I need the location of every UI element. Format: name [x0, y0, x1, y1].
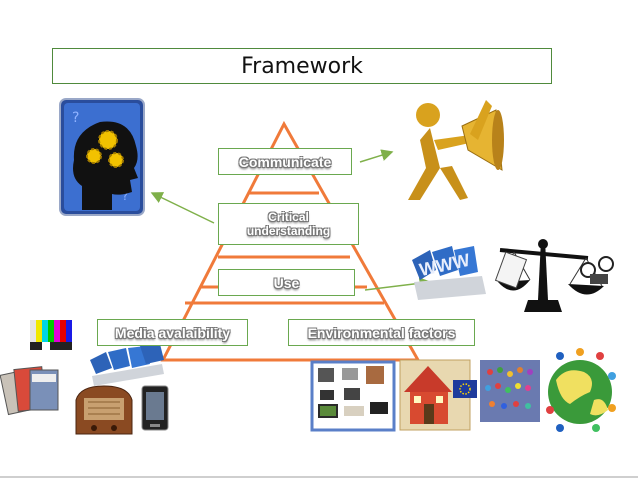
media-devices-collage-icon — [310, 360, 396, 432]
radio-icon — [75, 385, 133, 435]
svg-text:?: ? — [122, 189, 128, 203]
footer-divider — [0, 476, 638, 478]
eu-flag-icon — [453, 380, 477, 398]
crowd-icon — [480, 360, 540, 422]
level-media-availability: Media avalaibility — [97, 319, 248, 346]
page-title: Framework — [52, 48, 552, 84]
www-letters-icon: WWW — [412, 246, 486, 300]
level-communicate: Communicate — [218, 148, 352, 175]
tv-test-screen-icon — [30, 320, 72, 350]
level-critical-understanding: Critical understanding — [218, 203, 359, 245]
arrow-to-head — [150, 192, 215, 224]
magazines-icon — [0, 366, 59, 416]
svg-text:?: ? — [72, 110, 79, 126]
www-letters-small-icon — [90, 344, 164, 386]
head-gears-icon: ? ? — [59, 98, 145, 216]
scales-film-icon — [494, 239, 614, 312]
megaphone-figure-icon — [408, 100, 504, 200]
mobile-phone-icon — [141, 385, 169, 431]
level-environmental-factors: Environmental factors — [288, 319, 475, 346]
arrow-to-megaphone — [359, 149, 394, 163]
globe-people-icon — [546, 348, 616, 432]
level-use: Use — [218, 269, 355, 296]
